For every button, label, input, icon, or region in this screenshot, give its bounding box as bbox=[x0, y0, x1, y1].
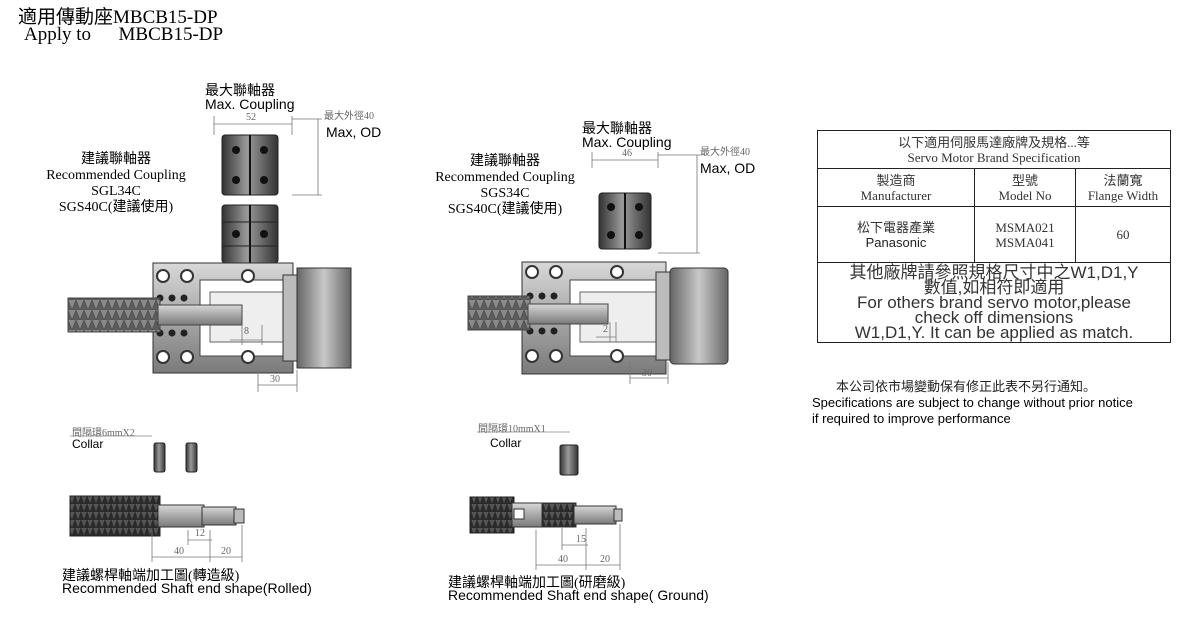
right-coupling-upper bbox=[598, 192, 652, 250]
others-line-2: 數值,如相符即適用 bbox=[923, 278, 1065, 297]
spec-maker-en: Panasonic bbox=[865, 234, 927, 250]
right-shaft-end bbox=[527, 303, 609, 325]
right-dim-small: 2 bbox=[603, 324, 608, 335]
spec-col1-zh: 製造商 bbox=[876, 172, 916, 188]
apply-to-label: Apply to bbox=[24, 24, 92, 45]
left-shaft-dim-b: 40 bbox=[174, 546, 184, 557]
left-coupling-upper bbox=[221, 134, 279, 196]
spec-col3-zh: 法蘭寬 bbox=[1103, 172, 1143, 188]
spec-col2-en: Model No bbox=[998, 187, 1052, 203]
left-bottom-dimensions bbox=[230, 325, 298, 392]
left-shaft-end bbox=[157, 304, 243, 326]
left-dim-bottom: 30 bbox=[270, 374, 280, 385]
title-zh: 適用傳動座MBCB15-DP bbox=[18, 7, 218, 28]
left-recommended-coupling: 建議聯軸器 Recommended Coupling SGL34C SGS40C… bbox=[36, 152, 196, 216]
spec-col1-en: Manufacturer bbox=[860, 187, 932, 203]
right-recommended-coupling: 建議聯軸器 Recommended Coupling SGS34C SGS40C… bbox=[425, 154, 585, 218]
left-model-1: SGL34C bbox=[91, 184, 141, 199]
spec-maker-zh: 松下電器產業 bbox=[856, 219, 935, 235]
spec-cell-flange: 60 bbox=[1075, 206, 1171, 263]
right-motor-body bbox=[669, 267, 729, 365]
left-dim-small: 8 bbox=[244, 326, 249, 337]
left-max-od-en: Max, OD bbox=[326, 124, 382, 140]
left-collar-en: Collar bbox=[72, 437, 104, 451]
others-line-4: check off dimensions bbox=[914, 308, 1074, 327]
left-motor-flange bbox=[282, 274, 298, 362]
apply-to-line: Apply to MBCB15-DP bbox=[24, 24, 223, 46]
left-coupling-width-dimension bbox=[213, 116, 322, 196]
left-shaft-dim-a: 12 bbox=[195, 528, 205, 539]
right-max-od-zh: 最大外徑40 bbox=[700, 147, 750, 158]
right-recommended-en: Recommended Coupling bbox=[435, 170, 575, 185]
spec-model-1: MSMA021 bbox=[995, 219, 1055, 235]
spec-header-manufacturer: 製造商 Manufacturer bbox=[817, 168, 975, 207]
others-line-3: For others brand servo motor,please bbox=[856, 293, 1132, 312]
left-recommended-en: Recommended Coupling bbox=[46, 168, 186, 183]
right-shaft-caption-en: Recommended Shaft end shape( Ground) bbox=[448, 587, 709, 603]
left-model-2: SGS40C(建議使用) bbox=[58, 200, 174, 215]
right-shaft-dim-b: 40 bbox=[558, 554, 568, 565]
right-coupling-width-dimension bbox=[591, 152, 700, 254]
left-rolled-shaft-end bbox=[69, 495, 245, 562]
left-coupling-lower bbox=[221, 204, 279, 264]
others-line-5: W1,D1,Y. It can be applied as match. bbox=[854, 323, 1134, 342]
left-max-coupling-en: Max. Coupling bbox=[205, 96, 295, 112]
servo-spec-table: 以下適用伺服馬達廠牌及規格...等 Servo Motor Brand Spec… bbox=[817, 130, 1171, 343]
spec-col3-en: Flange Width bbox=[1087, 187, 1159, 203]
right-max-coupling-zh: 最大聯軸器 bbox=[582, 122, 652, 137]
spec-others-note: 其他廠牌請參照規格尺寸中之W1,D1,Y 數值,如相符即適用 For other… bbox=[817, 262, 1171, 343]
spec-header-model: 型號 Model No bbox=[974, 168, 1076, 207]
spec-others-row: 其他廠牌請參照規格尺寸中之W1,D1,Y 數值,如相符即適用 For other… bbox=[817, 262, 1171, 343]
left-collar-zh: 間隔環6mmX2 bbox=[72, 428, 135, 439]
right-collar-zh: 間隔環10mmX1 bbox=[478, 424, 546, 435]
spec-table-title: 以下適用伺服馬達廠牌及規格...等 Servo Motor Brand Spec… bbox=[817, 130, 1171, 169]
right-shaft-dim-c: 20 bbox=[600, 554, 610, 565]
left-shaft-dim-c: 20 bbox=[221, 546, 231, 557]
right-coupling-width-value: 46 bbox=[622, 148, 632, 159]
right-recommended-zh: 建議聯軸器 bbox=[470, 154, 540, 169]
right-motor-flange bbox=[655, 271, 671, 361]
spec-title-en: Servo Motor Brand Specification bbox=[907, 149, 1081, 165]
right-dim-bottom: 30 bbox=[642, 368, 652, 379]
left-shaft-caption-zh: 建議螺桿軸端加工圖(轉造級) bbox=[62, 569, 240, 584]
left-motor-body bbox=[296, 267, 352, 369]
others-line-1: 其他廠牌請參照規格尺寸中之W1,D1,Y bbox=[849, 263, 1139, 282]
right-bottom-dimensions bbox=[596, 322, 669, 384]
note-en-1: Specifications are subject to change wit… bbox=[812, 395, 1133, 410]
right-max-coupling-en: Max. Coupling bbox=[582, 134, 672, 150]
right-assembly-drawing bbox=[467, 152, 729, 570]
right-model-2: SGS40C(建議使用) bbox=[447, 202, 563, 217]
left-shaft-caption-en: Recommended Shaft end shape(Rolled) bbox=[62, 580, 312, 596]
spec-cell-model: MSMA021 MSMA041 bbox=[974, 206, 1076, 263]
right-collar-en: Collar bbox=[490, 436, 522, 450]
table-row: 松下電器產業 Panasonic MSMA021 MSMA041 60 bbox=[817, 206, 1171, 263]
spec-header-flange: 法蘭寬 Flange Width bbox=[1075, 168, 1171, 207]
left-coupling-width-value: 52 bbox=[246, 112, 256, 123]
left-max-coupling-zh: 最大聯軸器 bbox=[205, 84, 275, 99]
spec-col2-zh: 型號 bbox=[1011, 172, 1038, 188]
spec-cell-maker: 松下電器產業 Panasonic bbox=[817, 206, 975, 263]
right-max-od-en: Max, OD bbox=[700, 160, 756, 176]
apply-to-model: MBCB15-DP bbox=[118, 24, 224, 45]
right-shaft-caption-zh: 建議螺桿軸端加工圖(研磨級) bbox=[448, 576, 626, 591]
left-recommended-zh: 建議聯軸器 bbox=[81, 152, 151, 167]
right-shaft-dim-a: 15 bbox=[576, 534, 586, 545]
left-screw-shaft bbox=[67, 297, 161, 333]
spec-model-2: MSMA041 bbox=[995, 234, 1055, 250]
note-zh: 本公司依市場變動保有修正此表不另行通知。 bbox=[836, 379, 1097, 394]
left-assembly-drawing bbox=[67, 116, 352, 562]
right-screw-shaft bbox=[467, 295, 531, 331]
left-collars bbox=[70, 435, 198, 473]
right-model-1: SGS34C bbox=[480, 186, 530, 201]
spec-title-zh: 以下適用伺服馬達廠牌及規格...等 bbox=[898, 134, 1090, 150]
right-ground-shaft-end bbox=[469, 496, 623, 570]
left-max-od-zh: 最大外徑40 bbox=[324, 111, 374, 122]
note-en-2: if required to improve performance bbox=[812, 411, 1011, 426]
right-collar bbox=[477, 431, 579, 476]
